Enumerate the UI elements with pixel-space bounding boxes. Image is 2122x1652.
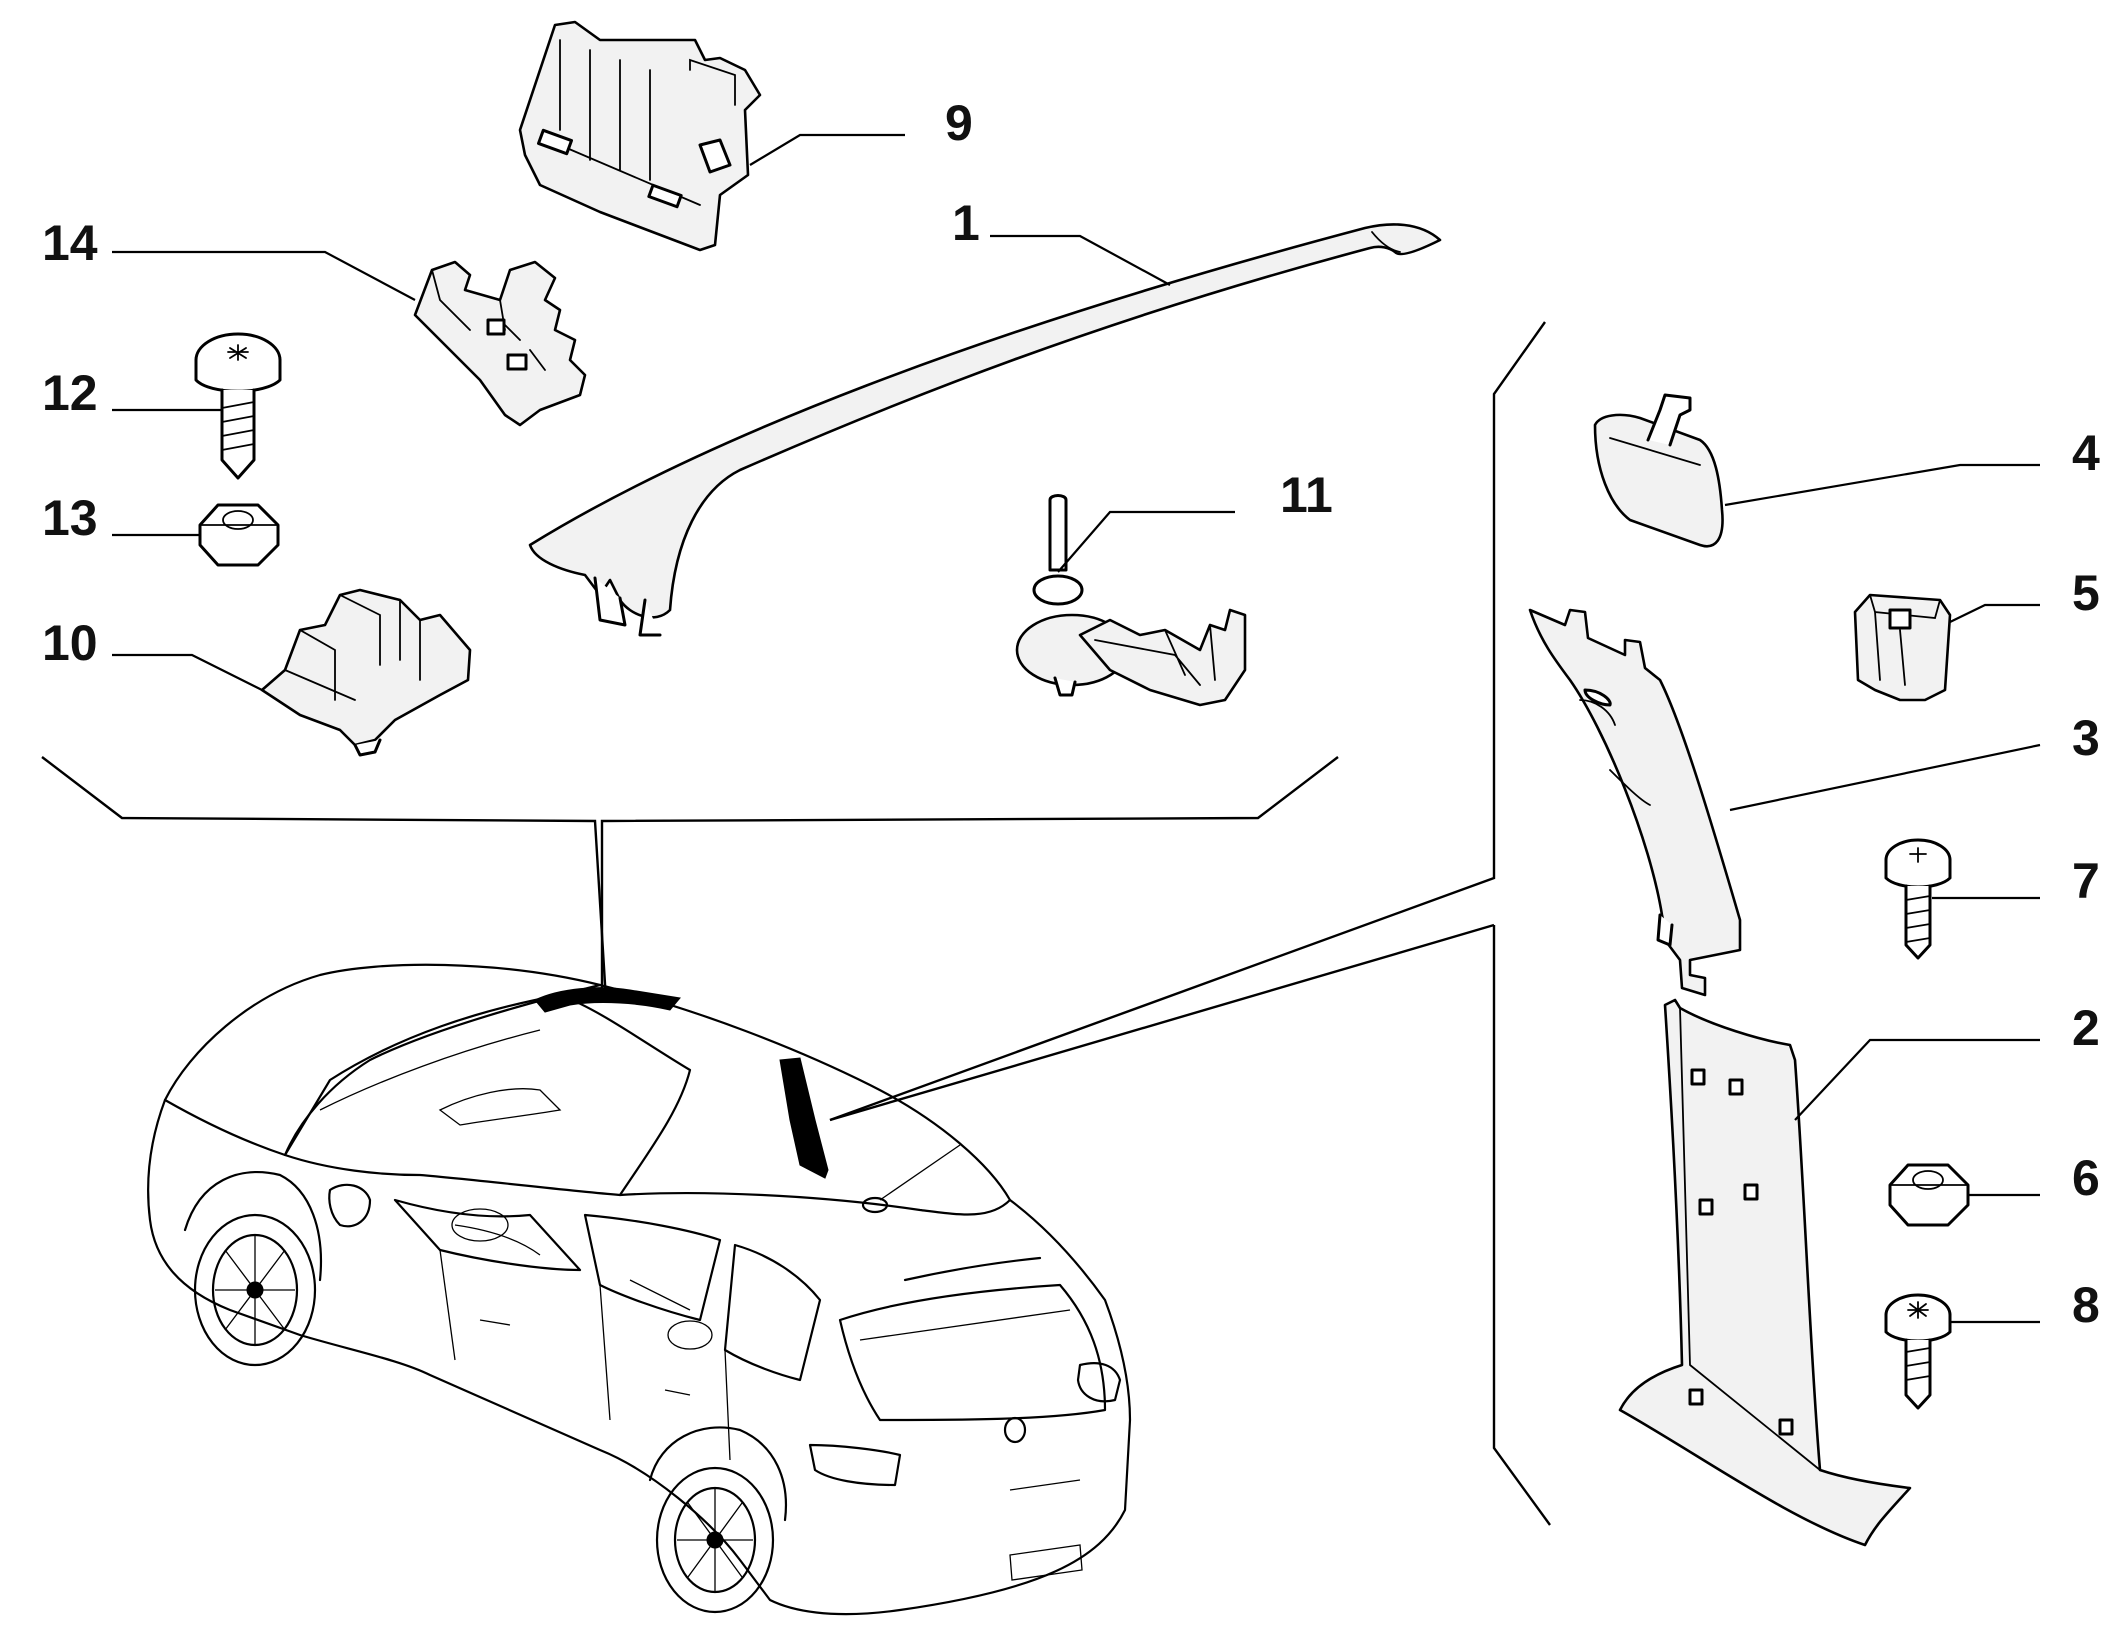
callout-6: 6 bbox=[1968, 1150, 2100, 1206]
part-14-clip bbox=[413, 260, 587, 427]
callout-7-number: 7 bbox=[2072, 853, 2100, 909]
callout-2: 2 bbox=[1794, 1000, 2100, 1121]
part-12-screw bbox=[194, 332, 282, 480]
part-2-lower-trim bbox=[1618, 998, 1912, 1547]
callout-4: 4 bbox=[1724, 425, 2100, 507]
car-overview-illustration bbox=[147, 963, 1132, 1616]
callout-5-number: 5 bbox=[2072, 565, 2100, 621]
part-8-screw bbox=[1884, 1293, 1952, 1410]
part-6-nut bbox=[1888, 1163, 1970, 1227]
part-9-bracket bbox=[518, 20, 762, 252]
callout-9-number: 9 bbox=[945, 95, 973, 151]
left-group-bracket bbox=[41, 756, 1339, 1001]
callout-2-number: 2 bbox=[2072, 1000, 2100, 1056]
part-13-nut bbox=[198, 503, 280, 567]
callout-3: 3 bbox=[1729, 710, 2100, 812]
callout-10: 10 bbox=[42, 615, 263, 691]
part-11-pin-clip bbox=[1015, 494, 1247, 707]
callout-13: 13 bbox=[42, 490, 200, 546]
callout-3-number: 3 bbox=[2072, 710, 2100, 766]
callout-7: 7 bbox=[1932, 853, 2100, 909]
callout-12: 12 bbox=[42, 365, 222, 421]
part-3-upper-trim bbox=[1528, 608, 1742, 997]
callout-5: 5 bbox=[1949, 565, 2100, 623]
part-1-pillar-trim bbox=[528, 223, 1442, 637]
callout-9: 9 bbox=[749, 95, 973, 166]
callout-4-number: 4 bbox=[2072, 425, 2100, 481]
callout-8: 8 bbox=[1950, 1277, 2100, 1333]
part-4-cover bbox=[1593, 393, 1724, 548]
callout-13-number: 13 bbox=[42, 490, 98, 546]
callout-10-number: 10 bbox=[42, 615, 98, 671]
callout-8-number: 8 bbox=[2072, 1277, 2100, 1333]
callout-1-number: 1 bbox=[952, 195, 980, 251]
part-5-clip-nut bbox=[1853, 593, 1952, 702]
callout-14-number: 14 bbox=[42, 215, 98, 271]
callout-12-number: 12 bbox=[42, 365, 98, 421]
part-7-screw bbox=[1884, 838, 1952, 960]
right-group-bracket bbox=[829, 321, 1551, 1526]
callout-1: 1 bbox=[952, 195, 1171, 286]
callout-11: 11 bbox=[1057, 467, 1333, 573]
callout-6-number: 6 bbox=[2072, 1150, 2100, 1206]
callout-11-number: 11 bbox=[1280, 467, 1333, 523]
part-10-clip bbox=[260, 588, 472, 757]
callout-14: 14 bbox=[42, 215, 416, 301]
